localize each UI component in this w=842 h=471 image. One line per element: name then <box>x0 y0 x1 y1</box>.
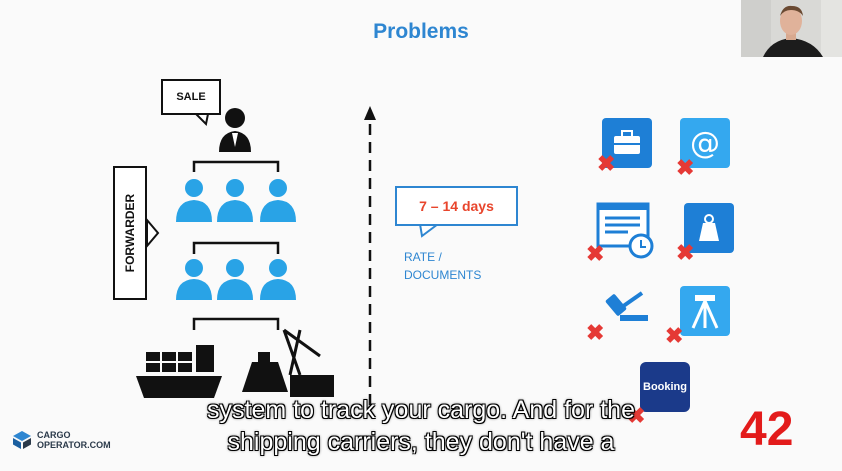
cross-icon: ✖ <box>676 155 695 180</box>
cross-icon: ✖ <box>627 403 646 428</box>
email-at-icon: @ <box>680 118 730 168</box>
forwarder-box <box>113 166 147 300</box>
slide-number: 42 <box>740 403 794 456</box>
invoice-clock-icon <box>596 200 654 262</box>
video-caption: system to track your cargo. And for the … <box>0 394 842 458</box>
tripod-icon <box>680 286 730 336</box>
cross-icon: ✖ <box>676 240 695 265</box>
forwarder-arrow-tip <box>146 217 160 249</box>
caption-line-2: shipping carriers, they don't have a <box>227 428 615 456</box>
cross-icon: ✖ <box>586 241 605 266</box>
slide-title: Problems <box>373 20 469 43</box>
webcam-overlay <box>741 0 842 57</box>
weight-icon <box>684 203 734 253</box>
port-crane-icon <box>242 328 334 397</box>
documents-label: DOCUMENTS <box>404 268 482 282</box>
rate-label: RATE / <box>404 250 442 264</box>
auction-gavel-icon <box>602 285 652 335</box>
caption-line-1: system to track your cargo. And for the <box>207 396 635 424</box>
logo-line-2: OPERATOR.COM <box>37 440 111 450</box>
logo-text: CARGO OPERATOR.COM <box>37 430 111 450</box>
booking-icon: Booking <box>640 362 690 412</box>
rate-documents-label: RATE / DOCUMENTS <box>404 248 481 284</box>
cross-icon: ✖ <box>586 320 605 345</box>
bubble-tail <box>193 113 210 127</box>
briefcase-icon <box>602 118 652 168</box>
cargo-operator-logo: CARGO OPERATOR.COM <box>12 430 111 450</box>
timeline-arrow-head <box>364 106 376 120</box>
manager-icon <box>219 108 251 152</box>
cross-icon: ✖ <box>597 151 616 176</box>
days-speech-bubble: 7 – 14 days <box>395 186 518 226</box>
forwarder-label: FORWARDER <box>123 193 137 273</box>
logo-line-1: CARGO <box>37 430 71 440</box>
svg-text:@: @ <box>690 126 720 161</box>
cross-icon: ✖ <box>665 323 684 348</box>
container-ship-icon <box>136 345 222 398</box>
people-row-2 <box>176 259 296 300</box>
people-row-1 <box>176 179 296 222</box>
sale-speech-bubble: SALE <box>161 79 221 115</box>
presenter-video <box>741 0 842 57</box>
logo-cube-icon <box>13 431 31 449</box>
hierarchy-lines <box>192 160 280 330</box>
